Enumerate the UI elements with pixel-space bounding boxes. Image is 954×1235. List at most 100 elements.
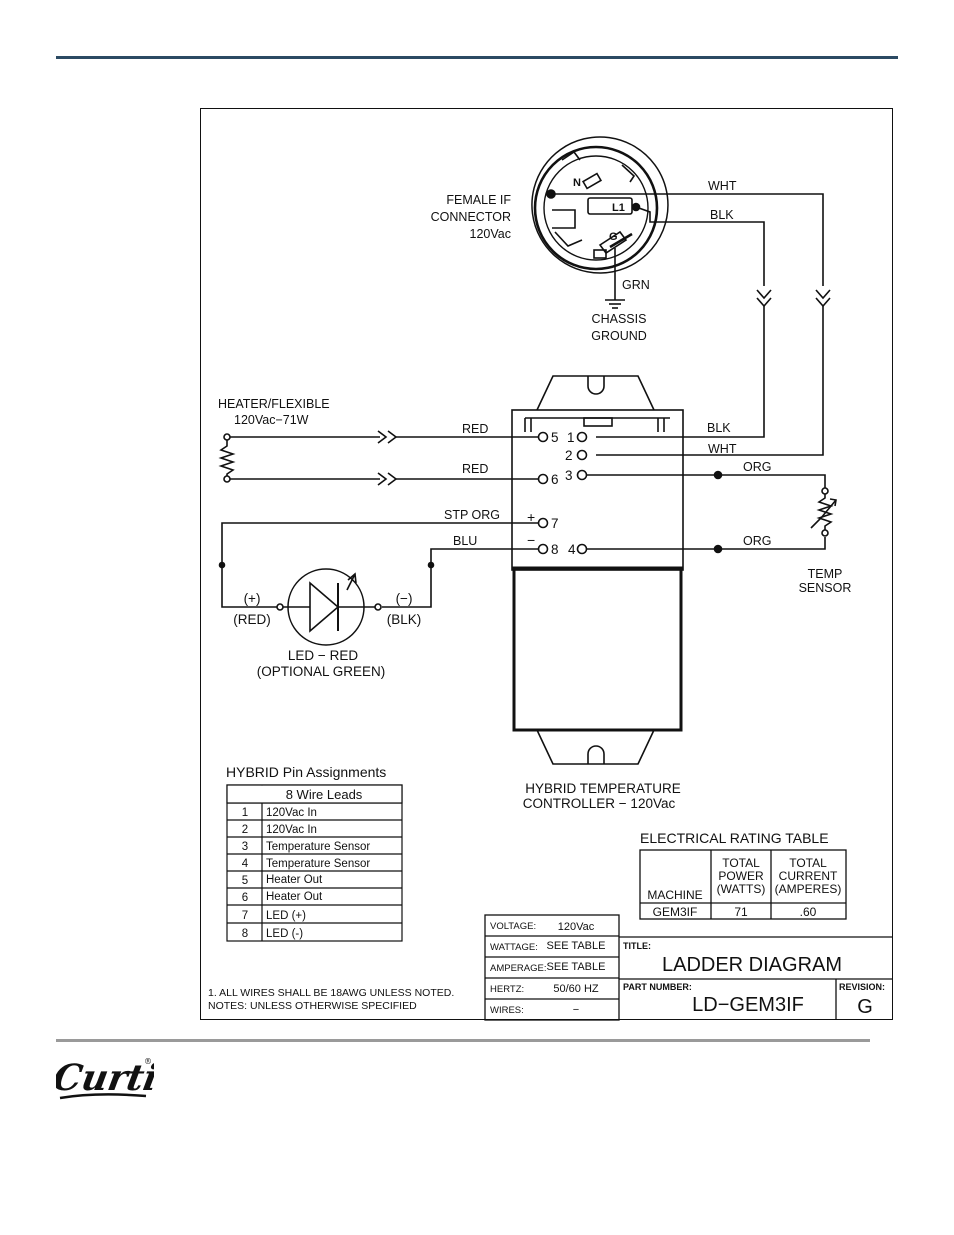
spec-block: VOLTAGE: WATTAGE: AMPERAGE: HERTZ: WIRES… <box>490 921 605 1016</box>
pin-3 <box>576 469 588 481</box>
wht-top-label: WHT <box>708 179 737 193</box>
pin-1 <box>576 431 588 443</box>
stp-org-label: STP ORG <box>444 508 500 522</box>
rating-header-machine: MACHINE <box>647 888 702 902</box>
pin-7-label: 7 <box>551 516 559 531</box>
pin-5 <box>537 431 549 443</box>
pin-row-3-desc: Temperature Sensor <box>266 841 370 853</box>
notes: 1. ALL WIRES SHALL BE 18AWG UNLESS NOTED… <box>208 987 454 1012</box>
wht-pin2-label: WHT <box>708 442 737 456</box>
temp-sensor-label-1: TEMP <box>808 567 843 581</box>
pin-8-label: 8 <box>551 542 559 557</box>
wht-wire-lower <box>596 306 824 456</box>
spec-amperage-value: SEE TABLE <box>547 961 606 973</box>
curtis-logo: Curtis ® <box>56 1056 154 1100</box>
heater-element <box>218 433 236 483</box>
pin-row-4-pin: 4 <box>242 858 249 870</box>
connector-label-1: FEMALE IF <box>446 193 511 207</box>
grn-label: GRN <box>622 278 650 292</box>
stp-org-wire <box>221 522 538 608</box>
led-symbol <box>283 568 375 646</box>
pin-assignment-table: HYBRID Pin Assignments 8 Wire Leads 1 12… <box>226 764 403 942</box>
blu-wire <box>382 548 538 608</box>
spec-amperage-label: AMPERAGE: <box>490 963 547 974</box>
blu-label: BLU <box>453 534 477 548</box>
pin-8 <box>537 543 549 555</box>
controller-label-1: HYBRID TEMPERATURE <box>525 781 681 796</box>
spec-wattage-value: SEE TABLE <box>547 940 606 952</box>
rating-header-current-1: TOTAL <box>789 856 827 870</box>
controller-label-2: CONTROLLER − 120Vac <box>523 796 676 811</box>
pin-4-label: 4 <box>568 542 576 557</box>
drawing-title: LADDER DIAGRAM <box>662 954 842 976</box>
pin-row-5-desc: Heater Out <box>266 874 323 886</box>
footer-rule <box>56 1039 870 1042</box>
led-minus-color: (BLK) <box>387 612 422 627</box>
part-number-label: PART NUMBER: <box>623 982 692 992</box>
pin-6-label: 6 <box>551 472 559 487</box>
pin-plus-label: + <box>527 509 535 525</box>
rating-current-value: .60 <box>800 905 817 919</box>
pin-row-8-pin: 8 <box>242 928 248 940</box>
pin-minus-label: − <box>527 532 535 548</box>
hybrid-controller <box>511 375 684 765</box>
title-block: TITLE: LADDER DIAGRAM PART NUMBER: LD−GE… <box>623 941 885 1018</box>
pin-n-label: N <box>573 177 581 189</box>
pin-row-3-pin: 3 <box>242 841 248 853</box>
led-minus-label: (−) <box>396 591 413 606</box>
curtis-logo-text: Curtis <box>56 1056 154 1099</box>
top-rule <box>56 56 898 59</box>
pin-row-1-pin: 1 <box>242 807 248 819</box>
heater-label-2: 120Vac−71W <box>234 413 309 427</box>
spec-wires-value: − <box>573 1004 579 1016</box>
pin-row-2-pin: 2 <box>242 824 248 836</box>
org-wire-3 <box>587 474 826 488</box>
ground-label-2: GROUND <box>591 329 647 343</box>
part-number: LD−GEM3IF <box>692 994 804 1016</box>
pin-table-header: 8 Wire Leads <box>286 787 363 802</box>
red-wire-2-label: RED <box>462 462 488 476</box>
pin-row-7-desc: LED (+) <box>266 910 306 922</box>
temp-sensor <box>810 487 837 537</box>
ground-label-1: CHASSIS <box>592 312 647 326</box>
pin-2 <box>576 449 588 461</box>
pin-row-8-desc: LED (-) <box>266 928 303 940</box>
org-pin3-label: ORG <box>743 460 771 474</box>
heater-label-1: HEATER/FLEXIBLE <box>218 397 330 411</box>
red-wire-1-label: RED <box>462 422 488 436</box>
pin-5-label: 5 <box>551 430 559 445</box>
rating-header-power-3: (WATTS) <box>717 882 766 896</box>
title-label: TITLE: <box>623 941 651 951</box>
rating-power-value: 71 <box>734 905 748 919</box>
registered-mark: ® <box>144 1057 152 1066</box>
spec-wires-label: WIRES: <box>490 1005 524 1016</box>
pin-l1-label: L1 <box>612 202 625 214</box>
female-if-connector <box>531 136 669 274</box>
blk-top-label: BLK <box>710 208 734 222</box>
spec-voltage-label: VOLTAGE: <box>490 921 536 932</box>
rating-header-current-2: CURRENT <box>779 869 838 883</box>
revision-label: REVISION: <box>839 982 885 992</box>
pin-row-4-desc: Temperature Sensor <box>266 858 370 870</box>
wht-wire <box>551 193 824 286</box>
spec-wattage-label: WATTAGE: <box>490 942 538 953</box>
spec-hertz-value: 50/60 HZ <box>553 983 599 995</box>
pin-3-label: 3 <box>565 468 573 483</box>
pin-row-6-desc: Heater Out <box>266 891 323 903</box>
pin-2-label: 2 <box>565 448 573 463</box>
rating-header-power-1: TOTAL <box>722 856 760 870</box>
led-plus-color: (RED) <box>233 612 271 627</box>
org-wire-4 <box>587 537 826 550</box>
pin-row-5-pin: 5 <box>242 875 248 887</box>
org-pin4-label: ORG <box>743 534 771 548</box>
pin-row-6-pin: 6 <box>242 892 248 904</box>
spec-voltage-value: 120Vac <box>558 921 595 933</box>
pin-1-label: 1 <box>567 430 575 445</box>
rating-header-power-2: POWER <box>718 869 764 883</box>
pin-table-title: HYBRID Pin Assignments <box>226 764 386 780</box>
note-2: NOTES: UNLESS OTHERWISE SPECIFIED <box>208 1000 417 1012</box>
rating-header-current-3: (AMPERES) <box>775 882 842 896</box>
electrical-rating-table: ELECTRICAL RATING TABLE MACHINE TOTAL PO… <box>639 830 847 920</box>
led-plus-label: (+) <box>244 591 261 606</box>
